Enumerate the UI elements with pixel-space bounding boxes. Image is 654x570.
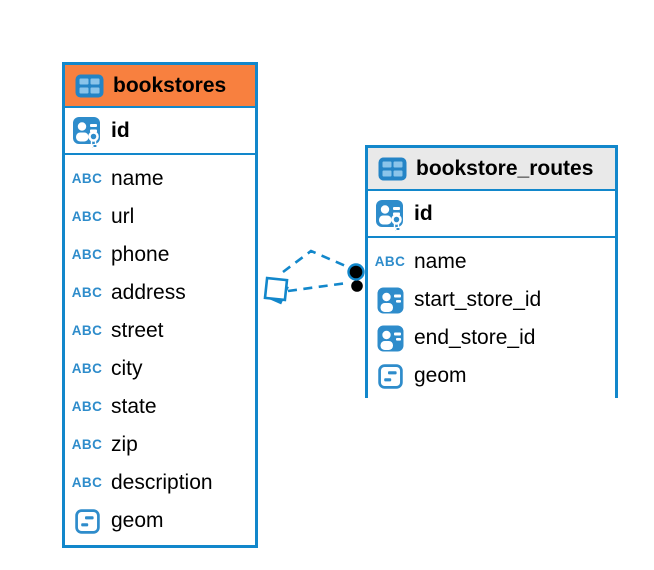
field-row[interactable]: ABC name bbox=[368, 243, 615, 281]
relationship-target-dot[interactable] bbox=[347, 263, 365, 281]
field-label: name bbox=[111, 167, 164, 190]
foreign-key-icon bbox=[377, 325, 403, 351]
text-type-icon: ABC bbox=[71, 475, 103, 491]
text-type-icon: ABC bbox=[71, 323, 103, 339]
relationship-line-lower[interactable] bbox=[287, 281, 348, 293]
field-label: geom bbox=[414, 364, 467, 387]
field-label: geom bbox=[111, 509, 164, 532]
primary-key-row[interactable]: id bbox=[368, 191, 615, 238]
field-label: zip bbox=[111, 433, 138, 456]
table-header[interactable]: bookstore_routes bbox=[368, 148, 615, 191]
primary-key-label: id bbox=[414, 201, 433, 225]
text-type-icon: ABC bbox=[71, 247, 103, 263]
text-type-icon: ABC bbox=[71, 209, 103, 225]
field-label: phone bbox=[111, 243, 170, 266]
field-row[interactable]: start_store_id bbox=[368, 281, 615, 319]
text-type-icon: ABC bbox=[374, 254, 406, 270]
field-label: end_store_id bbox=[414, 326, 536, 349]
field-row[interactable]: ABC address bbox=[65, 274, 255, 312]
primary-key-icon bbox=[376, 200, 403, 234]
field-row[interactable]: ABC zip bbox=[65, 426, 255, 464]
field-label: state bbox=[111, 395, 157, 418]
text-type-icon: ABC bbox=[71, 285, 103, 301]
field-row[interactable]: ABC url bbox=[65, 198, 255, 236]
field-row[interactable]: ABC phone bbox=[65, 236, 255, 274]
primary-key-icon bbox=[375, 193, 405, 234]
primary-key-label: id bbox=[111, 118, 130, 142]
field-row[interactable]: geom bbox=[65, 502, 255, 540]
field-label: description bbox=[111, 471, 213, 494]
primary-key-icon bbox=[73, 117, 100, 151]
field-row[interactable]: end_store_id bbox=[368, 319, 615, 357]
relationship-source-marker[interactable] bbox=[263, 276, 289, 305]
table-header[interactable]: bookstores bbox=[65, 65, 255, 108]
text-type-icon: ABC bbox=[71, 361, 103, 377]
field-label: street bbox=[111, 319, 164, 342]
field-row[interactable]: ABC name bbox=[65, 160, 255, 198]
table-title: bookstores bbox=[113, 73, 227, 97]
field-row[interactable]: ABC state bbox=[65, 388, 255, 426]
geometry-type-icon bbox=[377, 363, 403, 389]
relationship-target-dot[interactable] bbox=[349, 278, 365, 294]
table-card-bookstore-routes[interactable]: bookstore_routes id ABC name start_store_i… bbox=[365, 145, 618, 399]
field-row[interactable]: geom bbox=[368, 357, 615, 395]
text-type-icon: ABC bbox=[71, 399, 103, 415]
table-icon bbox=[377, 157, 407, 181]
table-title: bookstore_routes bbox=[416, 156, 594, 180]
primary-key-icon bbox=[72, 110, 102, 151]
field-label: url bbox=[111, 205, 135, 228]
field-row[interactable]: ABC city bbox=[65, 350, 255, 388]
text-type-icon: ABC bbox=[71, 437, 103, 453]
field-row[interactable]: ABC description bbox=[65, 464, 255, 502]
field-label: address bbox=[111, 281, 186, 304]
text-type-icon: ABC bbox=[71, 171, 103, 187]
field-row[interactable]: ABC street bbox=[65, 312, 255, 350]
field-label: start_store_id bbox=[414, 288, 542, 311]
geometry-type-icon bbox=[74, 508, 100, 534]
foreign-key-icon bbox=[377, 287, 403, 313]
relationship-line-upper[interactable] bbox=[282, 249, 349, 274]
primary-key-row[interactable]: id bbox=[65, 108, 255, 155]
table-icon bbox=[74, 74, 104, 98]
field-label: name bbox=[414, 250, 467, 273]
field-label: city bbox=[111, 357, 143, 380]
